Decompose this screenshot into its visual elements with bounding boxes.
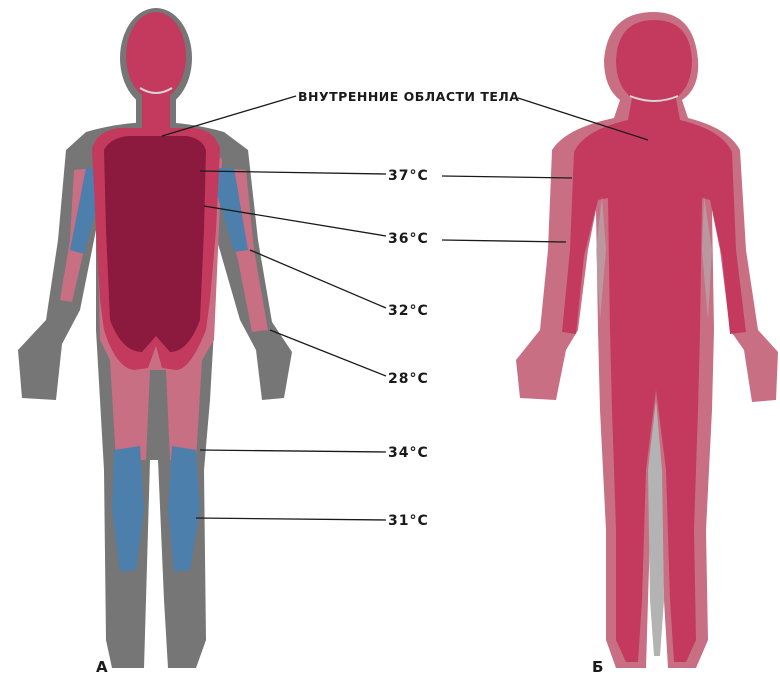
leader-36-b	[442, 240, 566, 242]
figure-a	[18, 8, 292, 668]
label-figure-a: А	[96, 658, 108, 676]
label-core-regions: ВНУТРЕННИЕ ОБЛАСТИ ТЕЛА	[298, 89, 519, 104]
label-31c: 31°С	[388, 513, 429, 529]
leader-34	[200, 450, 386, 452]
leader-31	[196, 518, 386, 520]
label-37c: 37°С	[388, 168, 429, 184]
label-36c: 36°С	[388, 231, 429, 247]
label-32c: 32°С	[388, 303, 429, 319]
figure-a-inner-core	[104, 136, 206, 352]
label-34c: 34°С	[388, 445, 429, 461]
leader-32	[250, 250, 386, 308]
label-28c: 28°С	[388, 371, 429, 387]
label-figure-b: Б	[592, 658, 603, 676]
leader-core-a	[162, 96, 296, 136]
